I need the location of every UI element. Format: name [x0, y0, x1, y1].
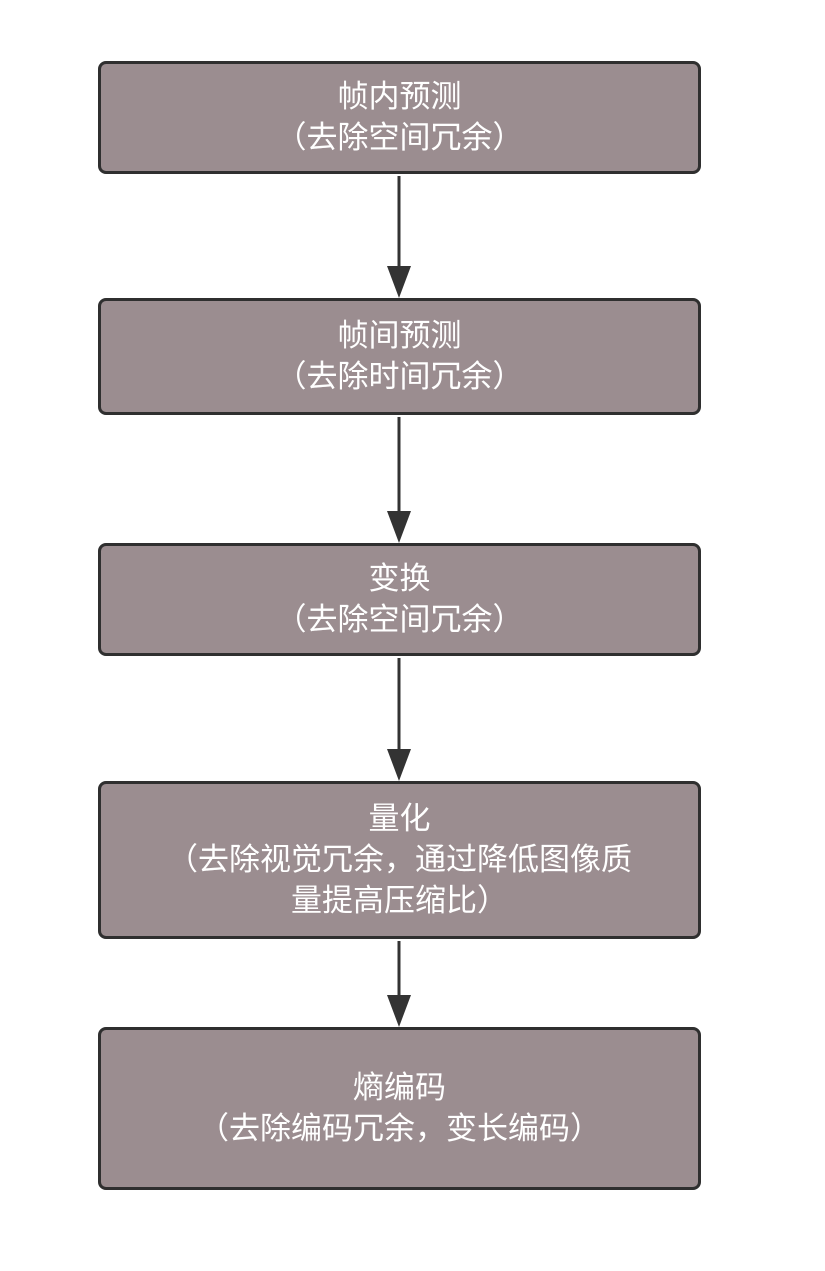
node-quantization-note-line-1: （去除视觉冗余，通过降低图像质 — [167, 841, 632, 878]
node-intra-prediction: 帧内预测 （去除空间冗余） — [98, 61, 701, 174]
arrow-quantization-to-entropy — [387, 941, 411, 1027]
node-inter-prediction-note: （去除时间冗余） — [275, 358, 524, 395]
node-inter-prediction-title: 帧间预测 — [337, 317, 462, 354]
node-quantization-note-line-2: 量提高压缩比） — [291, 882, 508, 919]
node-entropy-coding-title: 熵编码 — [353, 1069, 446, 1106]
node-transform: 变换 （去除空间冗余） — [98, 543, 701, 656]
node-quantization-title: 量化 — [368, 800, 431, 837]
node-quantization: 量化 （去除视觉冗余，通过降低图像质 量提高压缩比） — [98, 781, 701, 939]
node-intra-prediction-note: （去除空间冗余） — [275, 119, 524, 156]
node-inter-prediction: 帧间预测 （去除时间冗余） — [98, 298, 701, 415]
node-entropy-coding: 熵编码 （去除编码冗余，变长编码） — [98, 1027, 701, 1190]
node-transform-title: 变换 — [368, 560, 431, 597]
arrow-inter-to-transform — [387, 417, 411, 543]
node-transform-note: （去除空间冗余） — [275, 601, 524, 638]
node-intra-prediction-title: 帧内预测 — [337, 78, 462, 115]
arrow-intra-to-inter — [387, 176, 411, 298]
node-entropy-coding-note: （去除编码冗余，变长编码） — [198, 1110, 601, 1147]
arrow-transform-to-quantization — [387, 658, 411, 781]
